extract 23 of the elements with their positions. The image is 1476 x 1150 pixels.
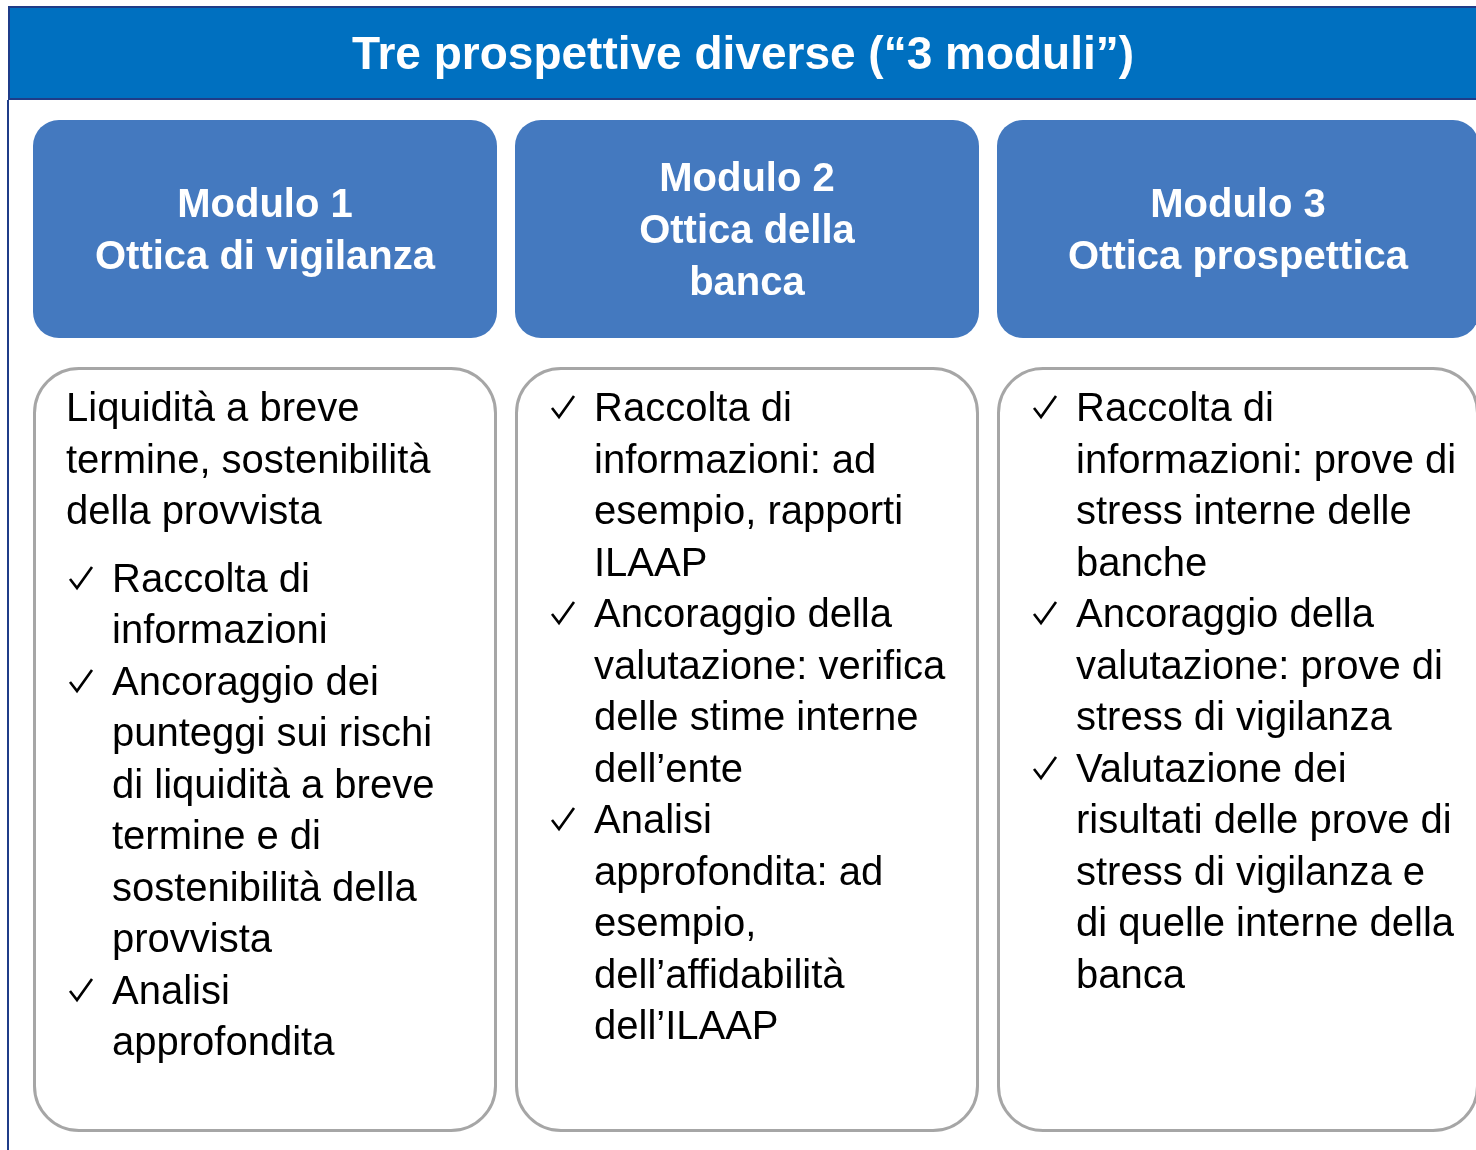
bullet-text: Ancoraggio della valutazione: prove di stress di vigilanza [1076,590,1444,740]
heading-text: Modulo 2 [659,154,835,201]
header-box [515,120,979,338]
bullet-text: Ancoraggio della valutazione: verifica delle stime interne dell’ente [594,590,947,792]
heading-text: Ottica della banca [638,206,856,305]
heading-text: Modulo 1 [177,180,353,227]
heading-text: Ottica di vigilanza [94,232,436,279]
heading-text: Modulo 3 [1150,180,1326,227]
bullet-text: Analisi approfondita: ad esempio, dell’affidabilità dell’ILAAP [594,796,885,1049]
header-box [997,120,1476,338]
content-box [997,367,1476,1132]
bullet-text: Raccolta di informazioni: prove di stress interne delle banche [1076,384,1458,586]
bullet-text: Analisi approfondita [112,966,336,1065]
bullet-text: Raccolta di informazioni [112,554,329,653]
intro-text: Liquidità a breve termine, sostenibilità della provvista [66,384,432,534]
content-box [515,367,979,1132]
bullet-text: Valutazione dei risultati delle prove di stress di vigilanza e di quelle interne della banca [1076,744,1456,998]
bullet-text: Raccolta di informazioni: ad esempio, rapporti ILAAP [594,384,905,586]
content-box [33,367,497,1132]
header-box [33,120,497,338]
bullet-text: Ancoraggio dei punteggi sui rischi di liquidità a breve termine e di sostenibilità della provvista [112,657,436,962]
heading-text: Ottica prospettica [1067,232,1409,279]
title: Tre prospettive diverse (“3 moduli”) [351,26,1135,80]
